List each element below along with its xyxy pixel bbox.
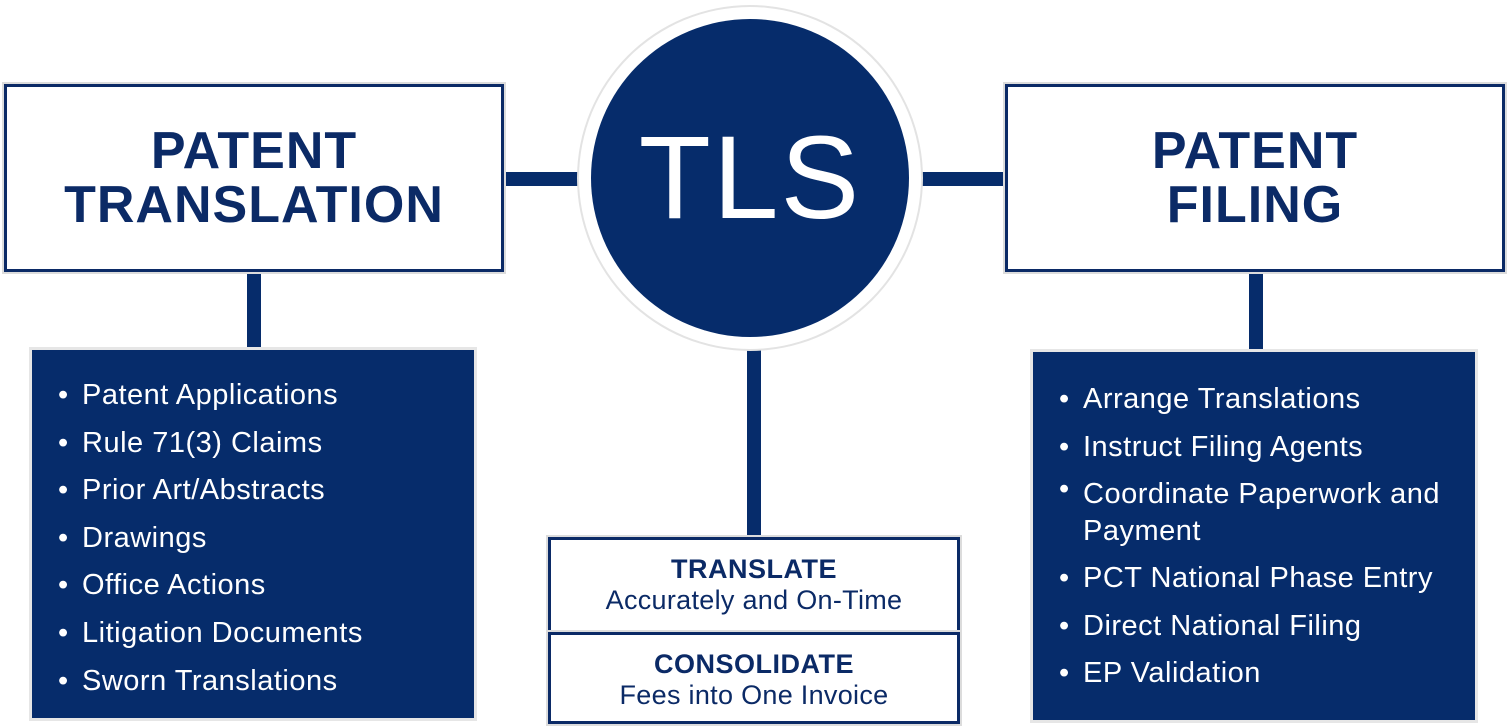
list-item: Direct National Filing: [1057, 603, 1475, 651]
patent-translation-title-line2: TRANSLATION: [64, 176, 444, 234]
connector-left-horizontal: [503, 172, 581, 186]
list-item: PCT National Phase Entry: [1057, 555, 1475, 603]
translate-heading: TRANSLATE: [671, 554, 837, 584]
list-item: Rule 71(3) Claims: [56, 420, 474, 468]
list-item: Sworn Translations: [56, 658, 474, 706]
patent-translation-list: Patent Applications Rule 71(3) Claims Pr…: [56, 372, 474, 705]
list-item: Litigation Documents: [56, 610, 474, 658]
connector-right-horizontal: [919, 172, 1007, 186]
consolidate-box: CONSOLIDATE Fees into One Invoice: [548, 632, 960, 724]
list-item: Arrange Translations: [1057, 376, 1475, 424]
tls-label: TLS: [638, 112, 862, 244]
consolidate-text: Fees into One Invoice: [619, 680, 889, 710]
connector-left-vertical: [247, 270, 261, 350]
patent-translation-box: PATENT TRANSLATION: [4, 84, 504, 272]
list-item: Coordinate Paperwork and Payment: [1057, 471, 1443, 555]
list-item: Drawings: [56, 515, 474, 563]
list-item: EP Validation: [1057, 650, 1475, 698]
connector-center-vertical: [747, 345, 761, 540]
patent-filing-title-line2: FILING: [1166, 176, 1344, 234]
patent-filing-list: Arrange Translations Instruct Filing Age…: [1057, 376, 1475, 698]
tls-circle: TLS: [591, 19, 909, 337]
patent-translation-list-box: Patent Applications Rule 71(3) Claims Pr…: [32, 350, 474, 718]
patent-filing-box: PATENT FILING: [1005, 84, 1505, 272]
list-item: Prior Art/Abstracts: [56, 467, 474, 515]
connector-right-vertical: [1249, 270, 1263, 352]
consolidate-heading: CONSOLIDATE: [654, 649, 854, 679]
list-item: Patent Applications: [56, 372, 474, 420]
list-item: Office Actions: [56, 562, 474, 610]
translate-text: Accurately and On-Time: [605, 585, 903, 615]
patent-filing-list-box: Arrange Translations Instruct Filing Age…: [1033, 352, 1475, 720]
list-item: Instruct Filing Agents: [1057, 424, 1475, 472]
patent-filing-title-line1: PATENT: [1151, 122, 1359, 180]
translate-box: TRANSLATE Accurately and On-Time: [548, 537, 960, 635]
patent-translation-title-line1: PATENT: [150, 122, 358, 180]
